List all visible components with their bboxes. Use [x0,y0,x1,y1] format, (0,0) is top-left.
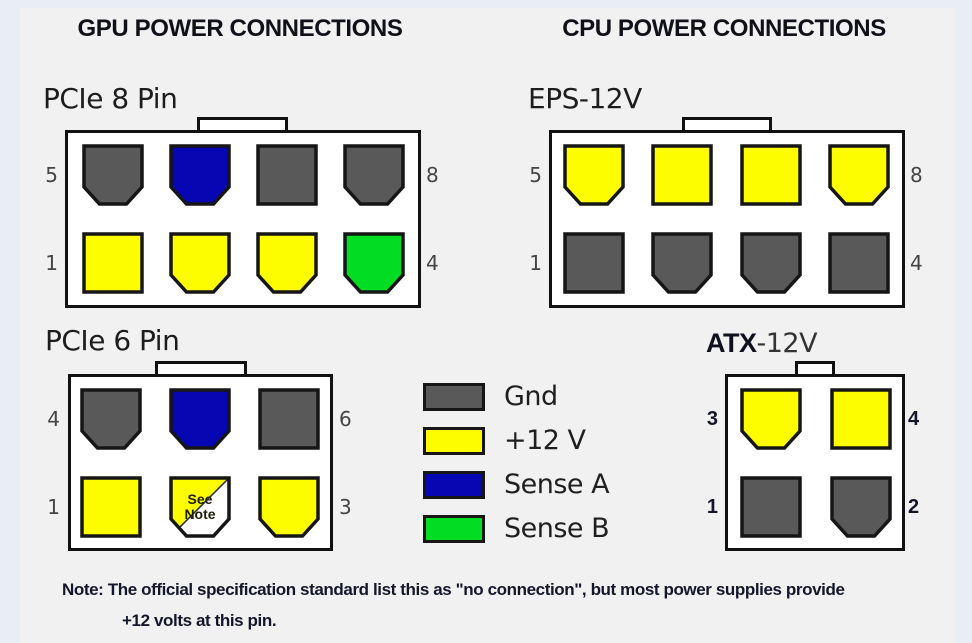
pin-number: 8 [910,163,923,187]
pin-number: 8 [426,163,439,187]
connector-title-eps-12v: EPS-12V [528,82,642,115]
pin-number: 2 [908,496,920,518]
pin-sense-a [169,144,231,206]
legend-label: Gnd [504,381,558,412]
legend-swatch-sense_a [423,471,485,499]
pin-gnd [258,388,320,450]
pin-12v [169,232,231,294]
connector-latch-tab [795,361,835,374]
pin-number: 1 [529,251,542,275]
pin-12v [258,476,320,538]
pin-12v [563,144,625,206]
pin-number: 1 [706,496,718,518]
legend: Gnd +12 V Sense A Sense B [423,383,610,559]
pin-row [552,232,902,294]
legend-swatch-sense_b [423,515,485,543]
pin-gnd [828,232,890,294]
pin-row [728,388,902,450]
pin-gnd [651,232,714,294]
pin-number: 5 [529,163,542,187]
pin-number: 3 [706,408,718,430]
connector-title-pcie-8pin: PCIe 8 Pin [43,82,178,115]
pin-number: 1 [47,495,60,519]
pin-gnd [82,144,144,206]
svg-text:Note: Note [184,506,215,522]
pin-number: 4 [426,251,439,275]
pin-gnd [80,388,142,450]
pin-number: 6 [339,407,352,431]
connector-body-pcie-8pin [65,130,421,308]
legend-label: Sense B [504,513,610,544]
svg-text:See: See [188,491,213,507]
pin-12v [740,388,802,450]
pin-row [552,144,902,206]
pin-row [71,388,330,450]
gpu-section-heading: GPU POWER CONNECTIONS [77,15,403,42]
pin-row [728,476,902,538]
pin-sense-a [169,388,231,450]
pin-12v [82,232,144,294]
connector-title-pcie-6pin: PCIe 6 Pin [45,324,180,357]
legend-item-sense_b: Sense B [423,513,610,544]
legend-item-sense_a: Sense A [423,469,610,500]
pin-row [68,144,418,206]
cpu-section-heading: CPU POWER CONNECTIONS [562,15,886,42]
pin-gnd [343,144,405,206]
pin-sense-b [343,232,405,294]
connector-latch-tab [197,117,288,130]
pin-12v [828,144,890,206]
pin-number: 4 [908,408,920,430]
pin-gnd [739,232,802,294]
legend-swatch-p12v [423,427,485,455]
legend-swatch-gnd [423,383,485,411]
pin-number: 4 [47,407,60,431]
pin-gnd [740,476,802,538]
note-line-2: +12 volts at this pin. [122,611,277,630]
pin-number: 5 [45,163,58,187]
pin-12v [651,144,714,206]
pin-number: 4 [910,251,923,275]
connector-body-eps-12v [549,130,905,308]
legend-label: Sense A [504,469,610,500]
pin-number: 1 [45,251,58,275]
pin-row [68,232,418,294]
pin-12v [739,144,802,206]
connector-latch-tab [682,117,772,130]
pin-gnd [563,232,625,294]
pin-number: 3 [339,495,352,519]
legend-item-p12v: +12 V [423,427,609,455]
connector-title-atx-bold: ATX [706,328,757,358]
note-text: Note: The official specification standar… [62,574,922,636]
connector-title-atx-12v: ATX-12V [706,326,818,361]
pin-gnd [830,476,892,538]
pin-12v [830,388,892,450]
pin-12v [80,476,142,538]
note-line-1: Note: The official specification standar… [62,580,845,599]
legend-item-gnd: Gnd [423,383,609,411]
pin-12v [256,232,318,294]
connector-body-atx-12v [725,374,905,551]
connector-title-atx-rest: -12V [756,328,818,359]
connector-latch-tab [155,361,247,374]
pin-gnd [256,144,318,206]
legend-label: +12 V [504,425,586,456]
